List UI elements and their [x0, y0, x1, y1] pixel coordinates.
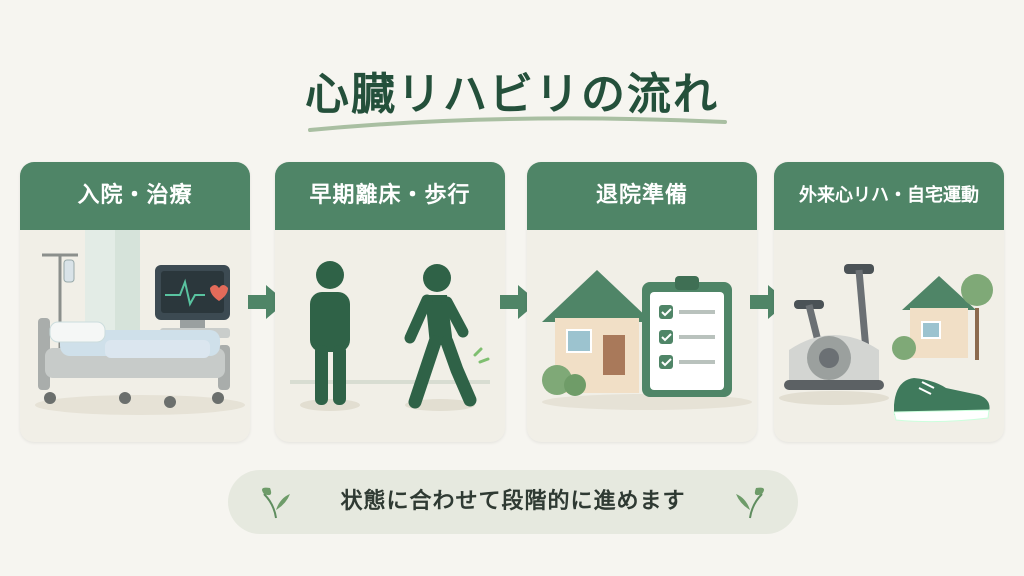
step-label: 早期離床・歩行 — [275, 162, 505, 230]
footer-banner: 状態に合わせて段階的に進めます — [228, 470, 798, 534]
house-checklist-icon — [542, 270, 752, 410]
arrow-right-icon — [750, 285, 788, 319]
leaf-icon — [262, 487, 290, 519]
step-card-outpatient-rehab: 外来心リハ・自宅運動 — [774, 162, 1004, 442]
hospital-bed-icon — [35, 230, 245, 415]
arrow-right-icon — [500, 285, 538, 319]
arrow-right-icon — [248, 285, 286, 319]
exercise-bike-icon — [779, 264, 993, 423]
title-underline — [308, 116, 727, 132]
step-card-admission: 入院・治療 — [20, 162, 250, 442]
step-label: 退院準備 — [527, 162, 757, 230]
leaf-icon — [736, 487, 764, 519]
footer-text: 状態に合わせて段階的に進めます — [340, 489, 686, 514]
step-card-early-mobilization: 早期離床・歩行 — [275, 162, 505, 442]
step-label: 入院・治療 — [20, 162, 250, 230]
step-card-discharge-prep: 退院準備 — [527, 162, 757, 442]
page-title: 心臓リハビリの流れ — [305, 69, 719, 120]
walking-person-icon — [290, 261, 490, 411]
step-label: 外来心リハ・自宅運動 — [774, 162, 1004, 230]
